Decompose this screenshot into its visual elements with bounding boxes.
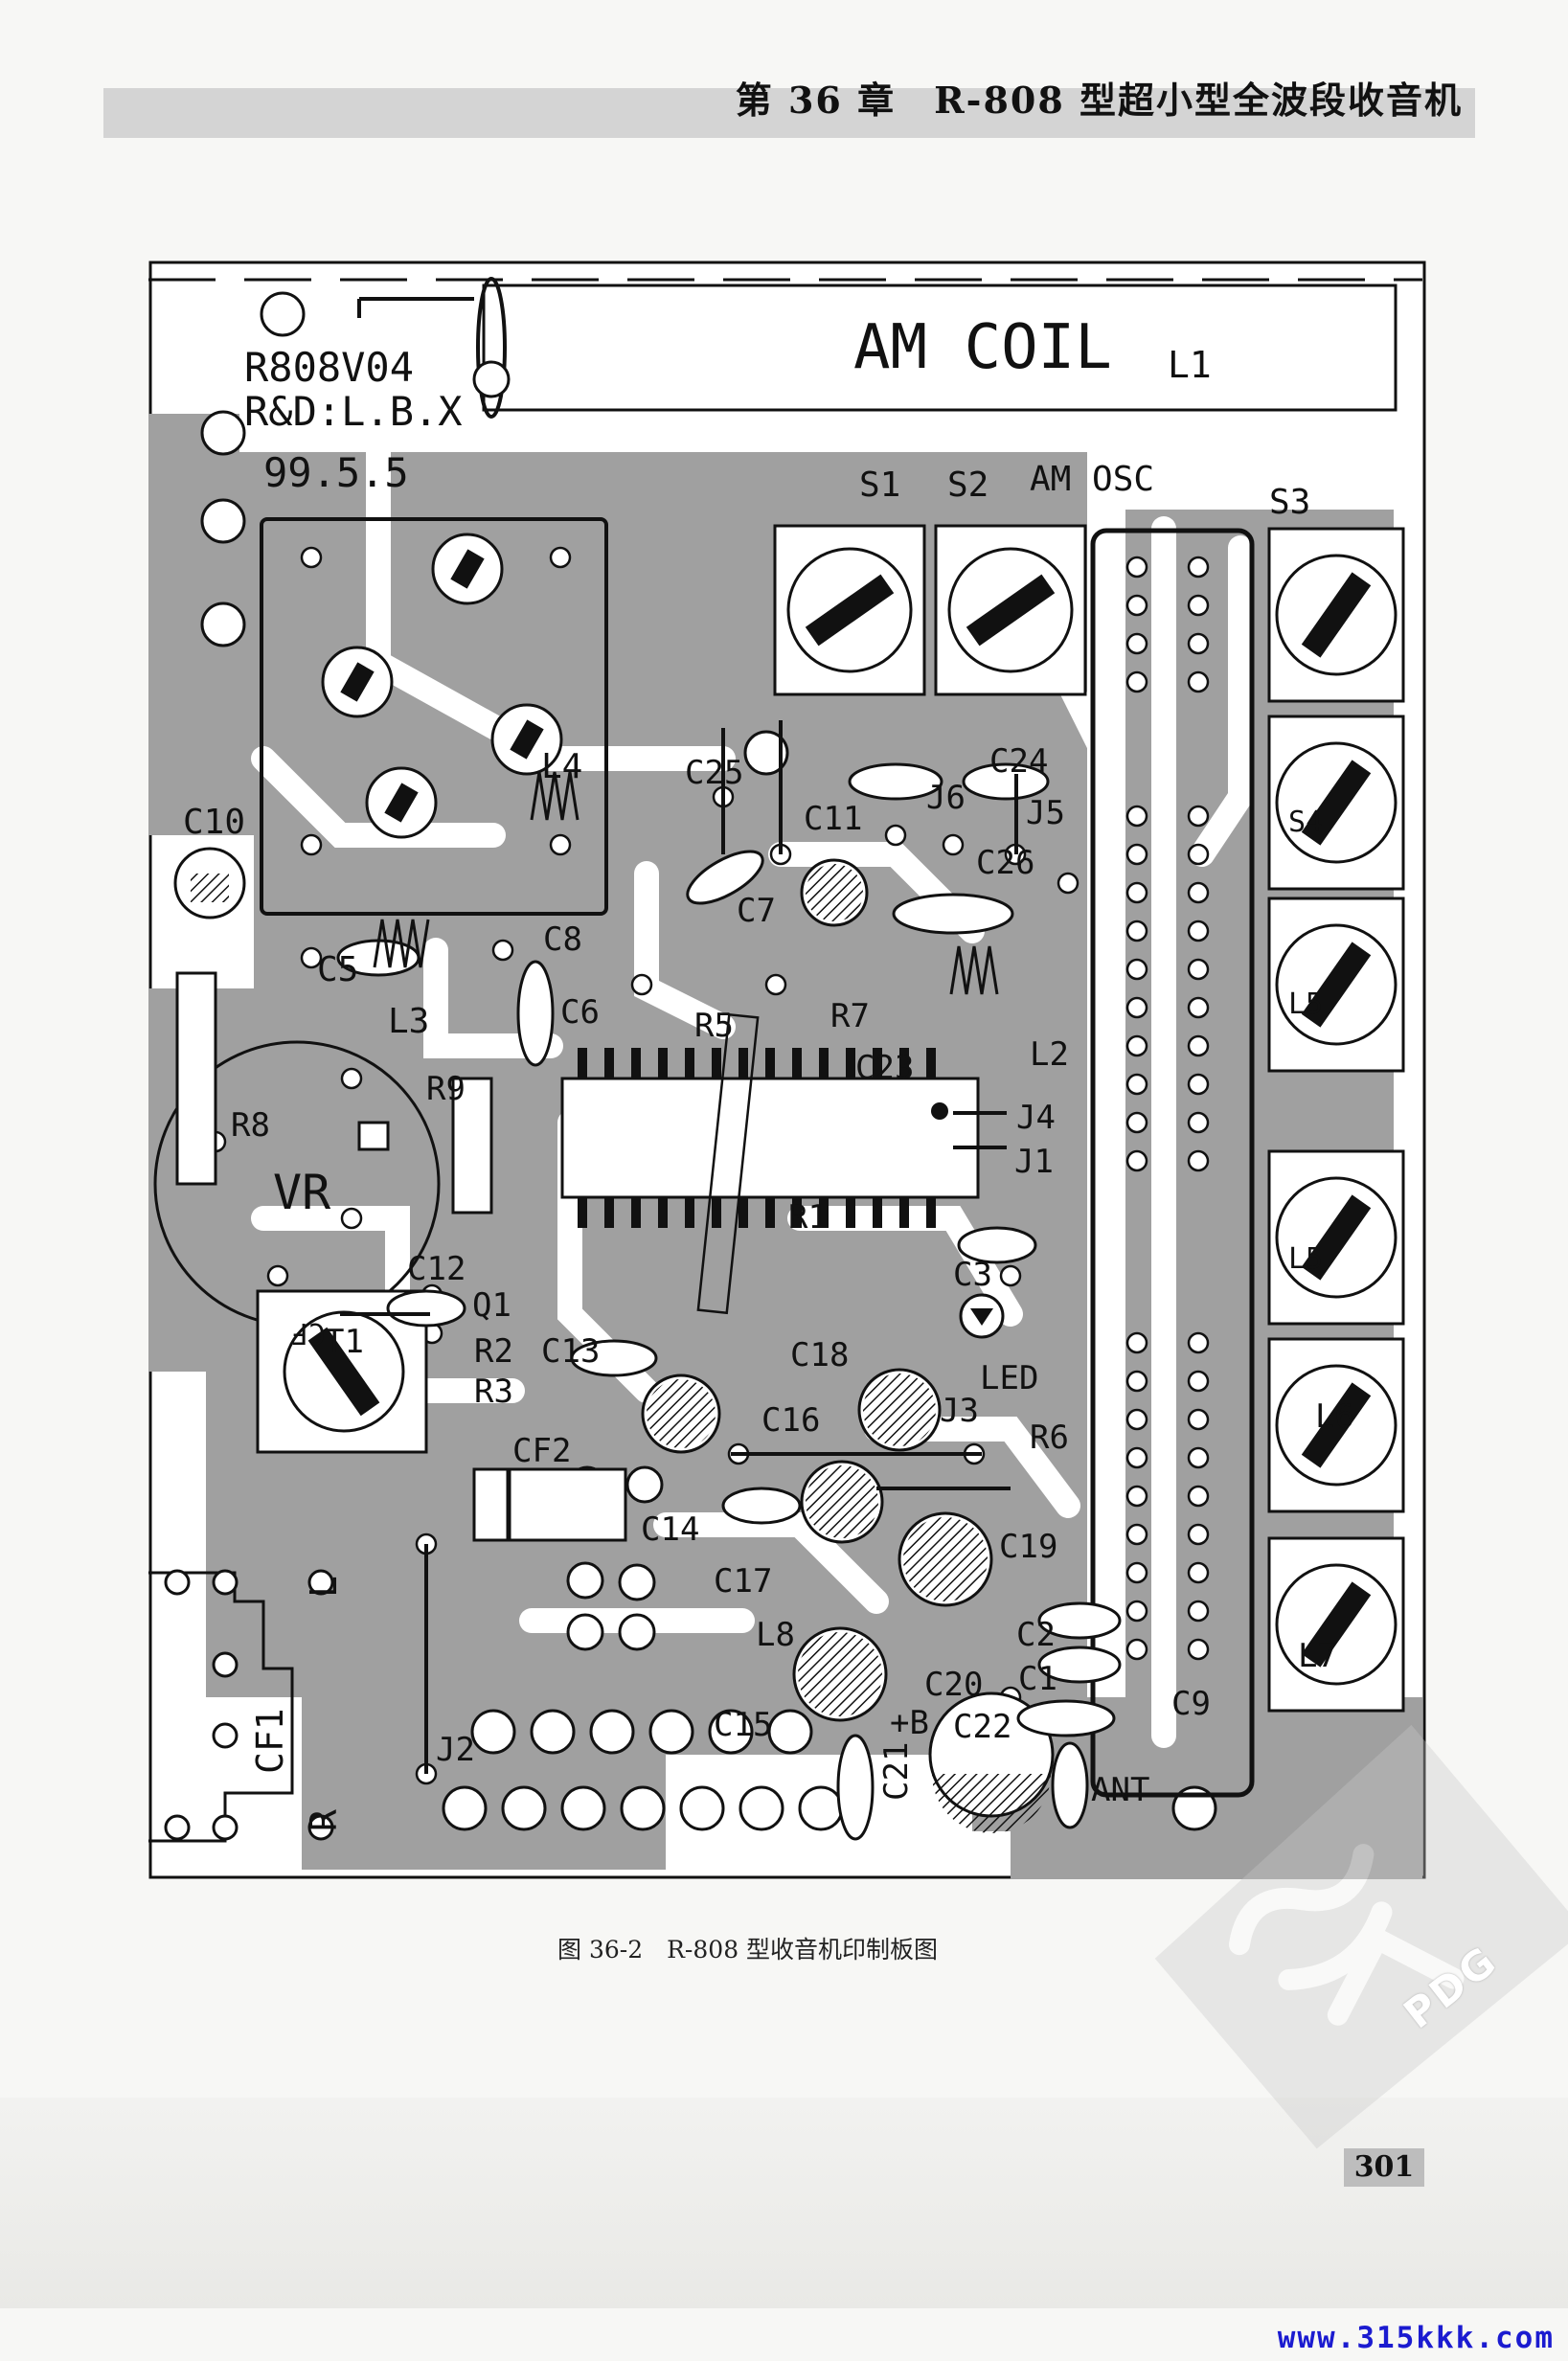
label-ant: ANT [1091, 1771, 1149, 1809]
label-c2: C2 [1016, 1616, 1056, 1654]
label-s4: S4 [1288, 806, 1323, 839]
chapter-title: 第 36 章 R-808 型超小型全波段收音机 [735, 79, 1463, 122]
watermark-seal [1154, 1724, 1568, 2149]
label-l8: L8 [756, 1616, 795, 1654]
bottom-connector-pads [442, 1465, 844, 1831]
am-coil [148, 277, 1422, 419]
board-designer: R&D:L.B.X [244, 388, 463, 435]
label-c14: C14 [641, 1510, 699, 1549]
coil-ref: L1 [1168, 344, 1212, 386]
label-c5: C5 [317, 950, 358, 989]
label-c10: C10 [183, 803, 245, 842]
label-c22: C22 [953, 1708, 1011, 1746]
label-r5: R5 [694, 1007, 734, 1045]
label-c12: C12 [407, 1250, 466, 1288]
label-s1: S1 [859, 465, 900, 505]
band-switch-pads [1125, 556, 1210, 1661]
label-r1: R1 [788, 1198, 828, 1237]
label-c21: C21 [877, 1742, 916, 1801]
label-c17: C17 [714, 1562, 772, 1600]
s1-s2-trimmers [256, 524, 1087, 1454]
label-j6: J6 [926, 779, 966, 817]
label-l2: L2 [1030, 1035, 1069, 1074]
label-s3: S3 [1269, 483, 1310, 522]
jumpers [340, 720, 1018, 1774]
label-j2: J2 [436, 1731, 475, 1769]
label-c13: C13 [541, 1332, 600, 1371]
tuning-capacitor-outline [260, 517, 608, 916]
ic-chip [560, 1012, 980, 1315]
label-c11: C11 [804, 800, 862, 838]
label-c23: C23 [855, 1049, 914, 1087]
label-c3: C3 [953, 1256, 992, 1294]
label-c15: C15 [714, 1706, 772, 1744]
label-r8: R8 [231, 1106, 270, 1145]
hatched-caps [647, 864, 1051, 1833]
label-l7: L7 [1298, 1637, 1337, 1675]
label-c20: C20 [924, 1666, 983, 1704]
label-j1: J1 [1014, 1143, 1054, 1181]
jack-screws [164, 1569, 334, 1841]
tuning-capacitor-trimmers [321, 533, 563, 839]
label-c9: C9 [1171, 1685, 1211, 1723]
label-c26: C26 [976, 844, 1034, 882]
label-c24: C24 [989, 742, 1048, 781]
label-plus-b: +B [890, 1704, 929, 1742]
board-model: R808V04 [244, 344, 414, 391]
label-r3: R3 [474, 1373, 513, 1411]
label-l5-b: L5 [1288, 1242, 1323, 1276]
label-c1: C1 [1018, 1660, 1057, 1698]
coil-label: AM COIL [853, 312, 1112, 383]
pcb-figure: R808V04 R&D:L.B.X 99.5.5 AM COIL L1 S1 S… [148, 261, 1428, 1883]
label-am-osc: AM OSC [1030, 460, 1154, 499]
label-l4: L4 [541, 747, 582, 786]
pot-track [175, 971, 217, 1186]
label-l3: L3 [388, 1002, 429, 1041]
label-cf1: CF1 [249, 1708, 291, 1774]
ic-pins [578, 1048, 936, 1228]
board-text: R808V04 R&D:L.B.X 99.5.5 AM COIL L1 S1 S… [183, 312, 1354, 1809]
label-j5: J5 [1026, 794, 1065, 832]
label-r9: R9 [426, 1070, 466, 1108]
footer-band [0, 2098, 1568, 2308]
label-r2: R2 [474, 1332, 513, 1371]
inductors [373, 771, 999, 995]
page-number: 301 [1344, 2148, 1424, 2187]
label-t1: T1 [325, 1323, 364, 1361]
label-l6: L6 [1315, 1397, 1354, 1436]
cf2-filter [472, 1467, 627, 1542]
label-s2: S2 [947, 465, 989, 505]
band-switch [1090, 528, 1255, 1798]
label-c16: C16 [761, 1401, 820, 1440]
label-l-jack: L [303, 1576, 345, 1598]
label-j3: J3 [940, 1392, 979, 1430]
label-c18: C18 [790, 1336, 849, 1374]
label-cf2: CF2 [512, 1432, 571, 1470]
label-c25: C25 [685, 754, 743, 792]
label-l-top: CF [291, 1316, 326, 1350]
board-date: 99.5.5 [263, 449, 409, 496]
label-c6: C6 [560, 993, 600, 1032]
label-r6: R6 [1030, 1419, 1069, 1457]
label-led: LED [980, 1359, 1038, 1397]
label-r-jack: R [303, 1809, 345, 1831]
label-vr: VR [273, 1165, 331, 1220]
label-l5-a: L5 [1288, 988, 1323, 1021]
mounting-pads [200, 291, 1217, 1831]
label-c8: C8 [543, 920, 582, 959]
header-band [103, 88, 1475, 138]
label-r7: R7 [830, 997, 870, 1035]
label-q1: Q1 [472, 1286, 511, 1325]
label-j4: J4 [1016, 1099, 1056, 1137]
label-c7: C7 [737, 892, 776, 930]
label-c19: C19 [999, 1528, 1057, 1566]
figure-caption: 图 36-2 R-808 型收音机印制板图 [557, 1936, 939, 1964]
pcb-layout-drawing: R808V04 R&D:L.B.X 99.5.5 AM COIL L1 S1 S… [148, 261, 1426, 1879]
coil-modules [1267, 527, 1405, 1713]
site-url[interactable]: www.315kkk.com [1277, 2321, 1555, 2355]
